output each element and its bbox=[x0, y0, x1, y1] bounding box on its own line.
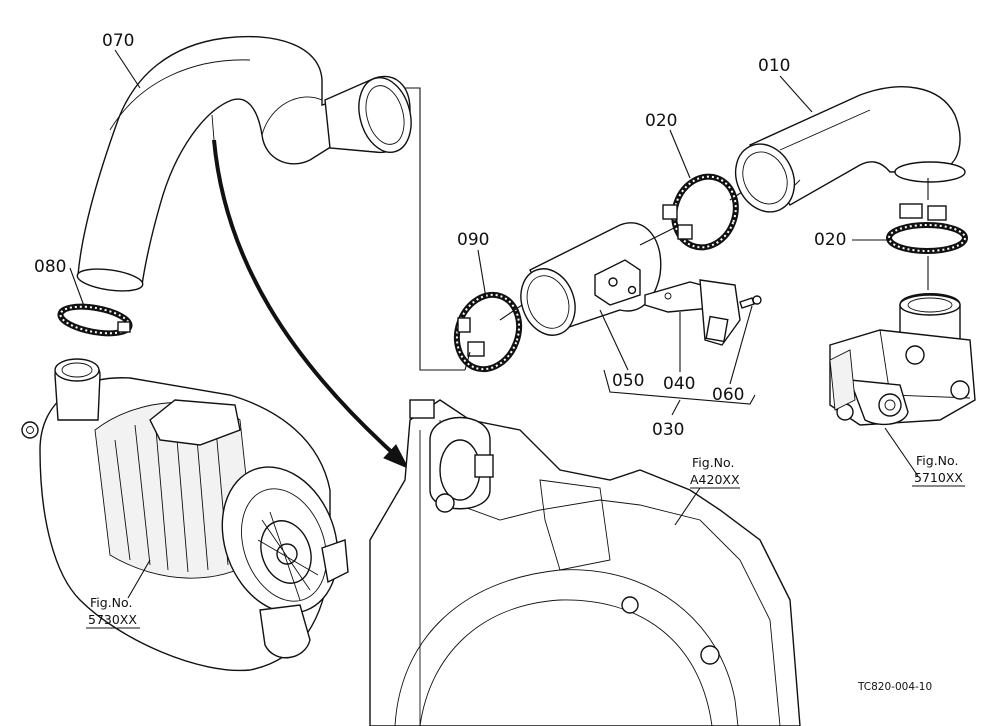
screw-060[interactable] bbox=[739, 295, 762, 309]
figure-ref-a420-label: Fig.No. bbox=[692, 455, 734, 470]
part-number-070: 070 bbox=[102, 31, 134, 51]
label-070: 070 bbox=[102, 31, 141, 89]
label-080: 080 bbox=[34, 257, 85, 307]
label-030: 030 bbox=[603, 369, 756, 440]
sensor-040[interactable] bbox=[644, 279, 741, 346]
label-020-right: 020 bbox=[814, 230, 888, 250]
part-number-090: 090 bbox=[457, 230, 489, 250]
pipe-050[interactable] bbox=[512, 222, 662, 343]
part-number-020-middle: 020 bbox=[645, 111, 677, 131]
figure-ref-5710-code: 5710XX bbox=[914, 470, 963, 485]
figure-ref-5710-label: Fig.No. bbox=[916, 453, 958, 468]
label-010: 010 bbox=[758, 56, 813, 113]
part-number-020-right: 020 bbox=[814, 230, 846, 250]
label-090: 090 bbox=[457, 230, 489, 299]
part-number-010: 010 bbox=[758, 56, 790, 76]
label-050: 050 bbox=[599, 309, 644, 391]
clamp-020-middle[interactable] bbox=[662, 168, 746, 256]
clamp-090[interactable] bbox=[447, 286, 529, 378]
figure-ref-5730-label: Fig.No. bbox=[90, 595, 132, 610]
thermostat-housing[interactable] bbox=[829, 293, 976, 426]
part-number-040: 040 bbox=[663, 374, 695, 394]
assembly-arrow bbox=[212, 139, 410, 469]
figure-ref-a420[interactable]: Fig.No. A420XX bbox=[674, 455, 740, 526]
label-020-middle: 020 bbox=[645, 111, 691, 179]
diagram-reference-code: TC820-004-10 bbox=[857, 681, 932, 693]
figure-ref-a420-code: A420XX bbox=[690, 472, 740, 487]
part-number-030: 030 bbox=[652, 420, 684, 440]
figure-ref-5730-code: 5730XX bbox=[88, 612, 137, 627]
label-060: 060 bbox=[712, 305, 753, 405]
hose-070[interactable] bbox=[76, 35, 419, 295]
part-number-080: 080 bbox=[34, 257, 66, 277]
hose-010[interactable] bbox=[725, 86, 966, 222]
label-040: 040 bbox=[663, 312, 695, 394]
clamp-080[interactable] bbox=[57, 302, 133, 338]
clamp-020-right[interactable] bbox=[886, 203, 968, 254]
figure-ref-5730[interactable]: Fig.No. 5730XX bbox=[86, 559, 151, 629]
part-number-060: 060 bbox=[712, 385, 744, 405]
air-cleaner-assembly[interactable] bbox=[21, 358, 357, 672]
figure-ref-5710[interactable]: Fig.No. 5710XX bbox=[884, 427, 965, 487]
radiator-shroud[interactable] bbox=[369, 399, 801, 726]
part-number-050: 050 bbox=[612, 371, 644, 391]
